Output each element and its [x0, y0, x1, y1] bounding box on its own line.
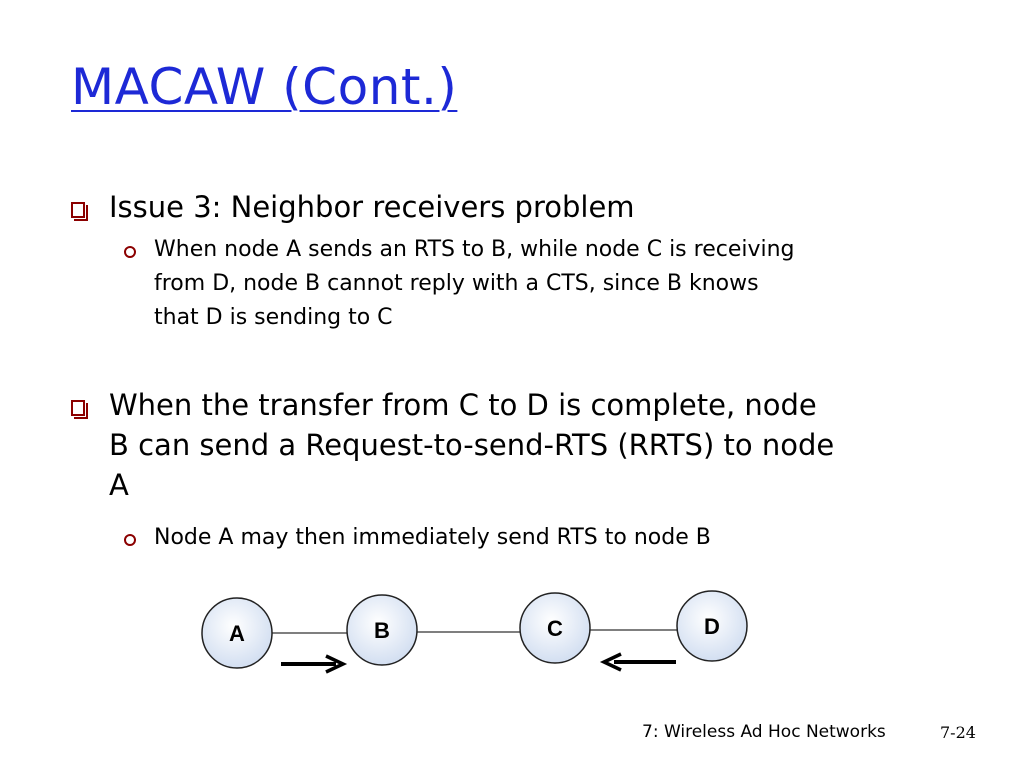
sub-bullet-neighbor-explanation: When node A sends an RTS to B, while nod…: [124, 233, 795, 335]
bullet-issue-3: Issue 3: Neighbor receivers problem: [71, 187, 635, 227]
square-bullet-icon: [71, 187, 88, 227]
sub-bullet-node-a-rts: Node A may then immediately send RTS to …: [124, 521, 711, 555]
footer-chapter: 7: Wireless Ad Hoc Networks: [642, 722, 886, 742]
bullet-transfer-complete: When the transfer from C to D is complet…: [71, 385, 835, 505]
node-c: C: [519, 592, 591, 664]
node-b-label: B: [374, 618, 390, 643]
bullet-line: B can send a Request-to-send-RTS (RRTS) …: [109, 428, 835, 462]
bullet-line: When the transfer from C to D is complet…: [109, 388, 817, 422]
arrow-right-icon: [281, 654, 348, 674]
bullet-text: Issue 3: Neighbor receivers problem: [109, 190, 635, 224]
circle-bullet-icon: [124, 234, 136, 268]
page-number: 7-24: [940, 723, 976, 742]
node-d: D: [676, 590, 748, 662]
node-a: A: [201, 597, 273, 669]
sub-bullet-line: Node A may then immediately send RTS to …: [154, 525, 711, 550]
node-c-label: C: [547, 616, 563, 641]
circle-bullet-icon: [124, 522, 136, 556]
bullet-line: A: [109, 468, 129, 502]
slide-title: MACAW (Cont.): [71, 58, 458, 116]
node-d-label: D: [704, 614, 720, 639]
arrow-left-icon: [599, 652, 676, 672]
sub-bullet-line: that D is sending to C: [154, 305, 393, 330]
node-b: B: [346, 594, 418, 666]
square-bullet-icon: [71, 385, 88, 425]
sub-bullet-line: from D, node B cannot reply with a CTS, …: [154, 271, 759, 296]
sub-bullet-line: When node A sends an RTS to B, while nod…: [154, 237, 795, 262]
node-a-label: A: [229, 621, 245, 646]
